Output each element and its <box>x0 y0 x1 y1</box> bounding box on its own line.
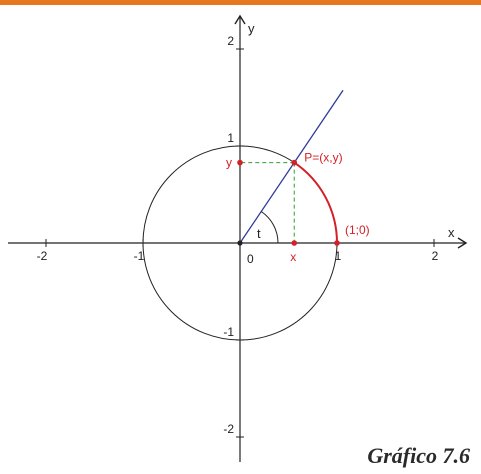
y-axis-arrow <box>234 14 246 25</box>
x-projection-label: x <box>290 250 296 264</box>
angle-marker <box>260 211 279 244</box>
x-tick-label: -1 <box>134 249 145 263</box>
arc-t <box>293 161 338 244</box>
y-axis-label: y <box>248 21 255 36</box>
x-projection-point <box>291 240 298 246</box>
angle-ray <box>239 89 344 244</box>
origin-point <box>237 240 243 246</box>
y-tick-label: -2 <box>223 422 234 436</box>
y-tick-label: 1 <box>227 131 234 145</box>
point-unit <box>334 240 340 246</box>
y-projection-label: y <box>226 156 232 170</box>
x-tick-label: 2 <box>432 249 439 263</box>
point-unit-label: (1;0) <box>345 223 370 237</box>
figure-caption: Gráfico 7.6 <box>367 443 470 468</box>
y-tick-label: -1 <box>223 325 234 339</box>
x-axis-arrow <box>457 237 468 249</box>
x-tick-label: -2 <box>37 249 48 263</box>
point-p <box>291 159 298 166</box>
origin-label: 0 <box>247 252 254 266</box>
angle-label: t <box>257 226 261 241</box>
y-tick-label: 2 <box>227 34 234 48</box>
x-tick-label: 1 <box>335 249 342 263</box>
header-bar <box>0 0 481 5</box>
x-axis-label: x <box>448 225 455 240</box>
y-axis-ticks: 2 1 -1 -2 <box>223 34 244 438</box>
y-projection-point <box>237 159 243 166</box>
point-p-label: P=(x,y) <box>304 151 342 165</box>
